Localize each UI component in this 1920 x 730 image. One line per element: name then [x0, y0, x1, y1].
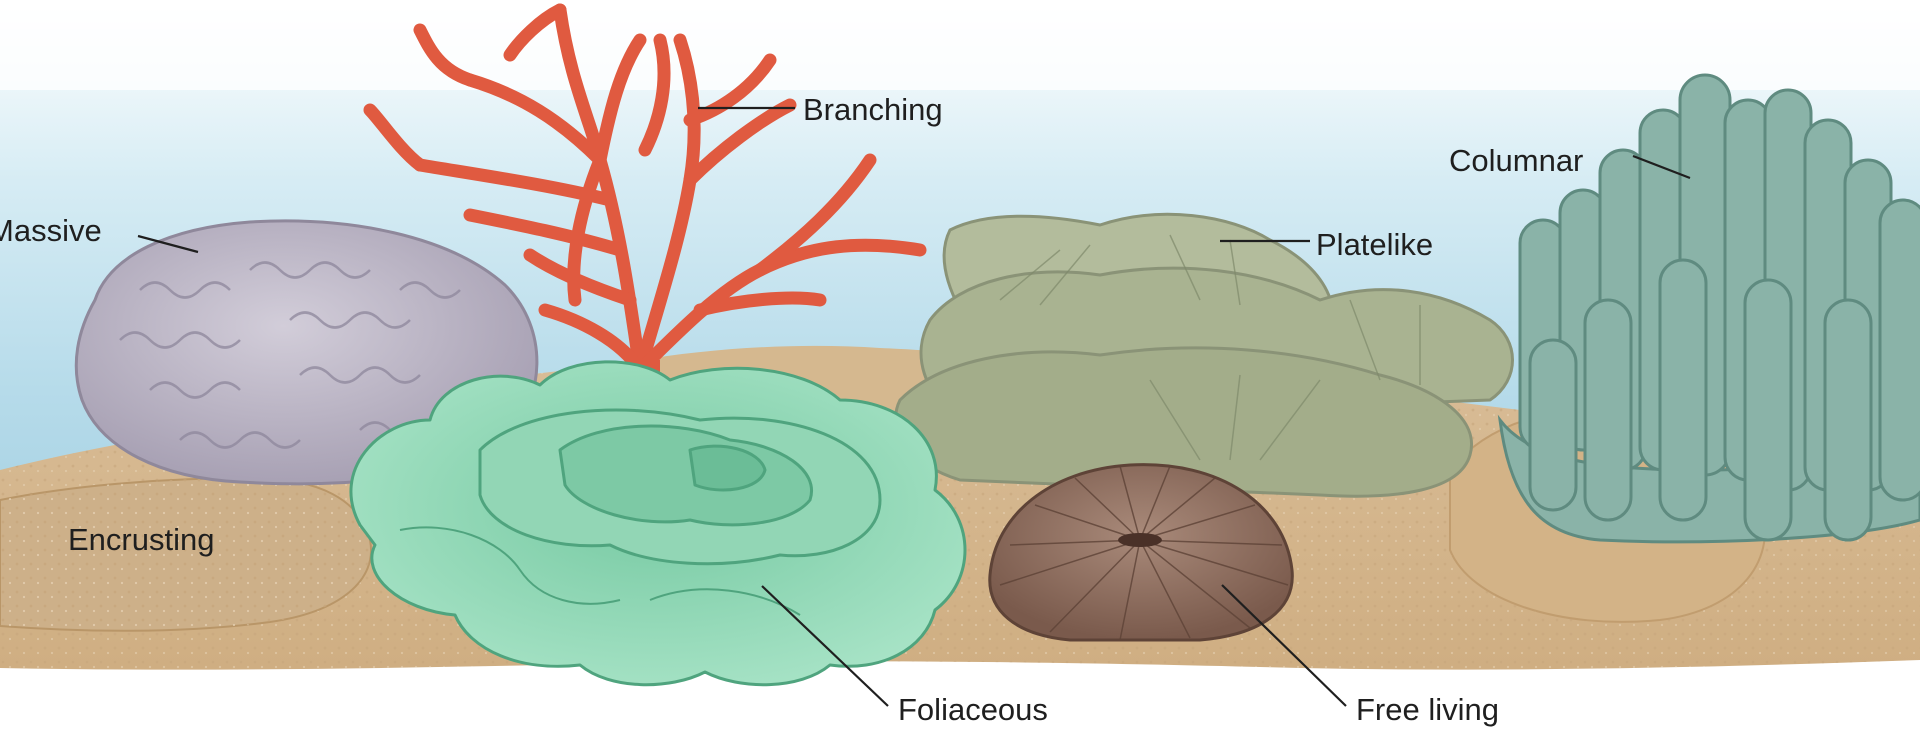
- label-platelike: Platelike: [1316, 229, 1433, 260]
- label-foliaceous: Foliaceous: [898, 694, 1048, 725]
- label-massive: Massive: [0, 215, 102, 246]
- label-columnar: Columnar: [1449, 145, 1583, 176]
- label-encrusting: Encrusting: [68, 524, 214, 555]
- label-free-living: Free living: [1356, 694, 1499, 725]
- label-branching: Branching: [803, 94, 943, 125]
